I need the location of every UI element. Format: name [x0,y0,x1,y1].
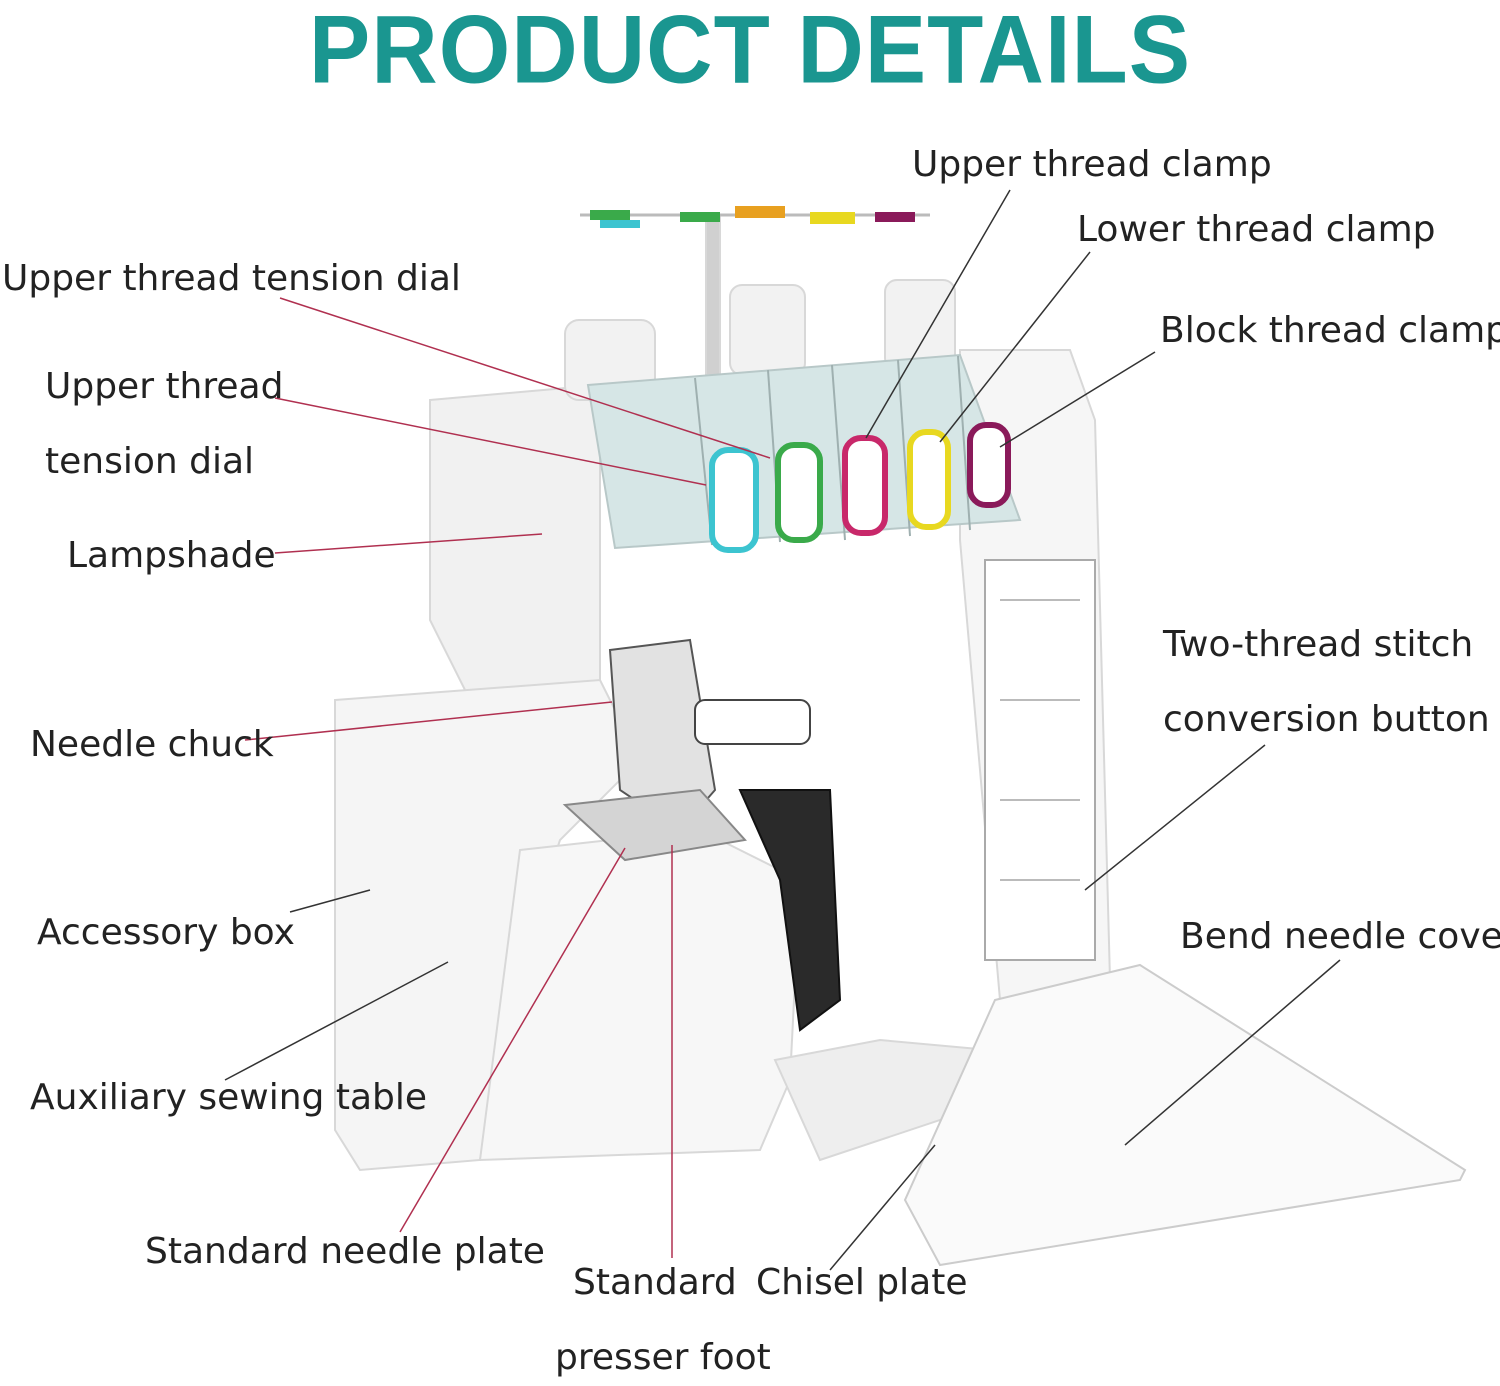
label-needle-chuck: Needle chuck [30,724,274,765]
leader-upper-thread-tension-dial-1 [279,297,771,459]
label-standard-presser-foot-b: presser foot [555,1337,771,1378]
leader-block-thread-clamp [999,351,1156,448]
leader-two-thread-stitch [1084,744,1266,891]
page-title: PRODUCT DETAILS [308,0,1192,104]
leader-bend-needle-cover [1124,959,1341,1146]
label-upper-thread-clamp: Upper thread clamp [912,144,1272,185]
machine-illustration [334,206,1467,1267]
leader-lines [224,189,1341,1271]
leader-auxiliary-sewing-table [224,961,449,1081]
thread-cone [694,699,811,745]
label-accessory-box: Accessory box [37,912,295,953]
thread-guide-pole [705,214,721,376]
label-auxiliary-sewing-table: Auxiliary sewing table [30,1077,428,1118]
label-two-thread-stitch-b: conversion button [1163,699,1490,740]
looper-mechanism [738,789,842,1032]
auxiliary-table-body [478,828,802,1162]
label-bend-needle-cover: Bend needle cover [1180,916,1500,957]
leader-accessory-box [289,889,371,913]
needle-plate [562,788,747,862]
tension-dial-yellow [907,429,951,530]
spool-2 [729,284,806,376]
label-standard-needle-plate: Standard needle plate [145,1231,545,1272]
bend-needle-cover-door [903,963,1467,1267]
tension-dial-pink [842,435,888,536]
leader-lower-thread-clamp [939,251,1091,443]
label-chisel-plate: Chisel plate [756,1262,968,1303]
label-lower-thread-clamp: Lower thread clamp [1077,209,1436,250]
label-upper-thread-tension-dial-2b: tension dial [45,441,255,482]
lampshade-housing [429,383,601,702]
leader-chisel-plate [829,1144,936,1271]
leader-upper-thread-tension-dial-2 [274,397,707,486]
label-upper-thread-tension-dial-1: Upper thread tension dial [2,258,461,299]
leader-needle-chuck [244,701,613,741]
leader-upper-thread-clamp [865,189,1011,439]
label-lampshade: Lampshade [67,535,276,576]
threading-chart [984,559,1096,961]
label-standard-presser-foot-a: Standard [573,1262,737,1303]
tension-dial-cyan [709,447,759,553]
tension-dial-purple [967,422,1011,508]
tension-dial-green [775,442,823,543]
leader-standard-needle-plate [399,847,626,1233]
label-block-thread-clamp: Block thread clamp [1160,310,1500,351]
label-upper-thread-tension-dial-2a: Upper thread [45,366,284,407]
leader-lampshade [274,533,543,554]
label-two-thread-stitch-a: Two-thread stitch [1163,624,1474,665]
